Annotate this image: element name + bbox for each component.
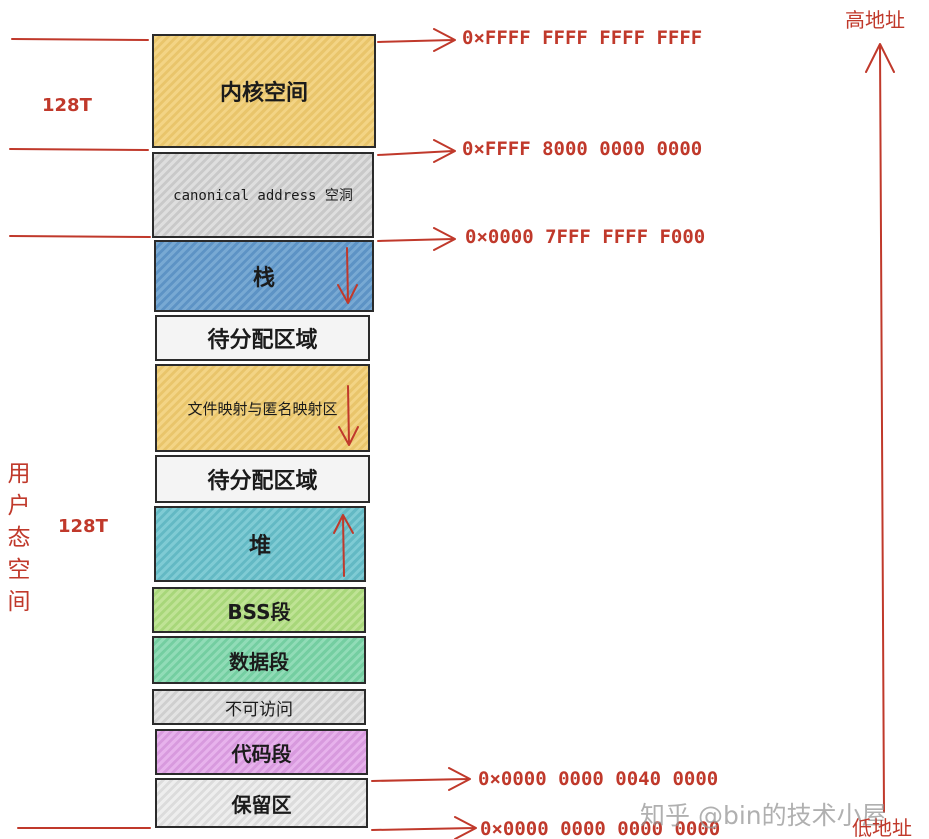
user-size-label: 128T [58,516,108,537]
user-space-char: 空 [7,557,31,583]
left-boundary-line [9,148,149,151]
mmap-grow-down-arrow [338,385,359,446]
data-segment-block: 数据段 [152,636,366,684]
address-arrow [377,28,456,52]
unallocated-top-label: 待分配区域 [207,328,318,353]
user-space-vertical-label: 用 户 态 空 间 [6,458,32,618]
address-arrow [377,227,456,251]
left-boundary-line [9,235,151,238]
kernel-size-label: 128T [42,95,92,116]
bss-label: BSS段 [227,599,291,624]
user-space-char: 态 [7,525,31,551]
low-address-label: 低地址 [852,816,912,839]
canonical-hole-label: canonical address 空洞 [173,188,353,204]
mmap-region-label: 文件映射与匿名映射区 [187,399,338,418]
mmap-region-block: 文件映射与匿名映射区 [155,364,370,452]
address-kernel-start: 0×FFFF 8000 0000 0000 [462,138,703,160]
canonical-hole-block: canonical address 空洞 [152,152,374,238]
watermark-text: 知乎 @bin的技术小屋 [640,801,887,830]
unallocated-bottom-label: 待分配区域 [207,469,318,494]
no-access-block: 不可访问 [152,689,366,725]
address-direction-arrow [865,43,895,813]
stack-label: 栈 [252,266,275,291]
reserved-block: 保留区 [155,778,368,828]
user-space-char: 户 [7,493,31,519]
heap-grow-up-arrow [333,514,354,577]
address-top: 0×FFFF FFFF FFFF FFFF [462,27,703,49]
no-access-label: 不可访问 [225,699,293,720]
address-arrow [371,767,471,791]
reserved-label: 保留区 [231,792,292,817]
data-segment-label: 数据段 [229,649,289,674]
user-space-char: 间 [7,589,31,615]
heap-label: 堆 [248,534,271,559]
stack-block: 栈 [154,240,374,312]
address-arrow [371,816,477,839]
code-segment-label: 代码段 [231,741,292,766]
heap-block: 堆 [154,506,366,582]
unallocated-top-block: 待分配区域 [155,315,370,361]
kernel-space-label: 内核空间 [219,81,308,106]
user-space-char: 用 [7,461,31,487]
high-address-label: 高地址 [845,8,905,32]
address-code-start: 0×0000 0000 0040 0000 [478,768,719,790]
code-segment-block: 代码段 [155,729,368,775]
kernel-space-block: 内核空间 [152,34,376,148]
address-arrow [377,139,456,163]
left-boundary-line [11,38,149,41]
address-user-top: 0×0000 7FFF FFFF F000 [465,226,706,248]
bss-block: BSS段 [152,587,366,633]
stack-grow-down-arrow [337,247,358,304]
unallocated-bottom-block: 待分配区域 [155,455,370,503]
address-bottom: 0×0000 0000 0000 0000 [480,818,721,839]
